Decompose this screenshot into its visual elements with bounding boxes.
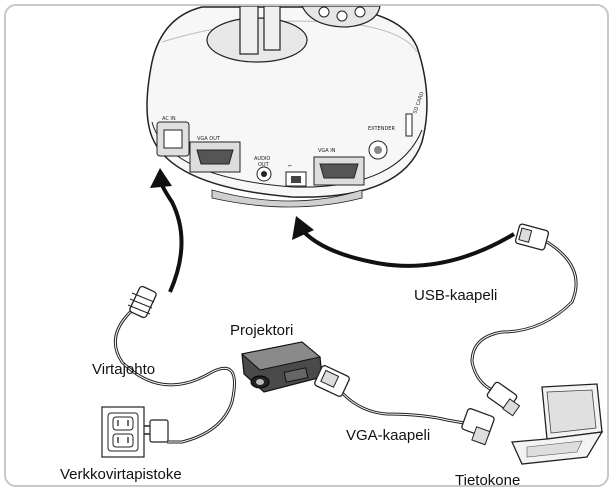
- usb-cable: [470, 240, 578, 396]
- vga-out-label: VGA OUT: [197, 136, 221, 142]
- document-camera-base: AC IN VGA OUT AUDIO OUT ⭠ VGA IN: [146, 6, 428, 208]
- vga-cable-label: VGA-kaapeli: [346, 427, 431, 444]
- diagram-frame: AC IN VGA OUT AUDIO OUT ⭠ VGA IN: [4, 4, 609, 487]
- usb-b-connector: [514, 223, 550, 251]
- vga-in-label: VGA IN: [318, 148, 336, 154]
- wall-plug: [142, 419, 169, 443]
- audio-out-label-1: AUDIO: [254, 156, 270, 162]
- power-cord-label: Virtajohto: [92, 361, 156, 378]
- extender-label: EXTENDER: [368, 126, 395, 132]
- wall-outlet-label: Verkkovirtapistoke: [60, 466, 182, 483]
- audio-out-label-2: OUT: [258, 162, 270, 168]
- vga-cable: [335, 386, 471, 426]
- vga-connector-computer: [461, 408, 495, 446]
- usb-a-connector: [486, 381, 521, 417]
- usb-arrow: [300, 228, 516, 268]
- audio-out-port: AUDIO OUT: [254, 156, 272, 182]
- power-plug-connector: [127, 285, 157, 319]
- usb-port-label: ⭠: [288, 163, 292, 169]
- usb-cable-label: USB-kaapeli: [414, 287, 498, 304]
- vga-in-port: VGA IN: [313, 148, 365, 186]
- projector-icon: [240, 341, 323, 393]
- extender-port: EXTENDER: [368, 126, 395, 160]
- usb-port: ⭠: [285, 163, 307, 187]
- power-arrow: [158, 179, 184, 293]
- wall-outlet-icon: [101, 406, 145, 458]
- camera-arm-left: [239, 6, 259, 55]
- camera-arm-right: [263, 6, 281, 51]
- usb-arrow-head-icon: [292, 216, 314, 240]
- ac-in-port: AC IN: [156, 116, 190, 157]
- connection-diagram: AC IN VGA OUT AUDIO OUT ⭠ VGA IN: [101, 6, 604, 465]
- laptop-icon: [511, 383, 604, 465]
- computer-label: Tietokone: [455, 472, 521, 489]
- projector-label: Projektori: [230, 322, 294, 339]
- vga-connector-projector: [314, 365, 350, 397]
- ac-in-label: AC IN: [162, 116, 176, 122]
- power-arrow-head-icon: [150, 168, 172, 188]
- vga-out-port: VGA OUT: [189, 136, 241, 173]
